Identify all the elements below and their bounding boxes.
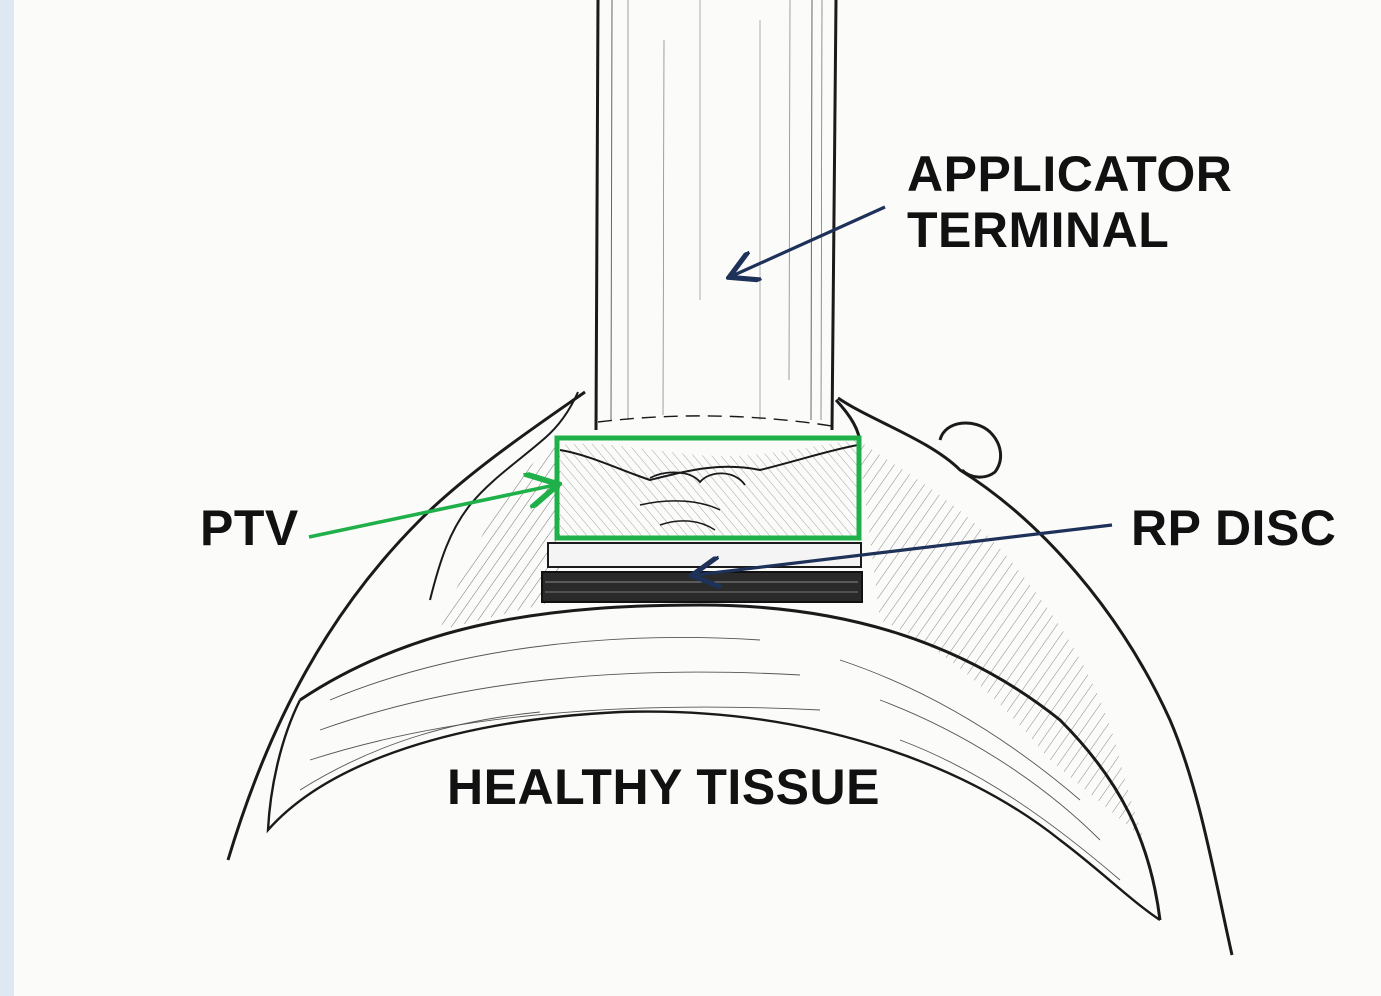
- rp-disc-drawing: [542, 543, 862, 602]
- left-edge-tint: [0, 0, 14, 996]
- ptv-label: PTV: [200, 503, 299, 553]
- applicator-label-line2: TERMINAL: [907, 202, 1232, 258]
- rp-disc-label: RP DISC: [1131, 503, 1336, 553]
- healthy-tissue-label: HEALTHY TISSUE: [447, 762, 880, 812]
- applicator-terminal-label: APPLICATOR TERMINAL: [907, 146, 1232, 258]
- applicator-arrow-icon: [732, 207, 885, 276]
- applicator-label-line1: APPLICATOR: [907, 146, 1232, 202]
- applicator-cylinder: [596, 0, 836, 430]
